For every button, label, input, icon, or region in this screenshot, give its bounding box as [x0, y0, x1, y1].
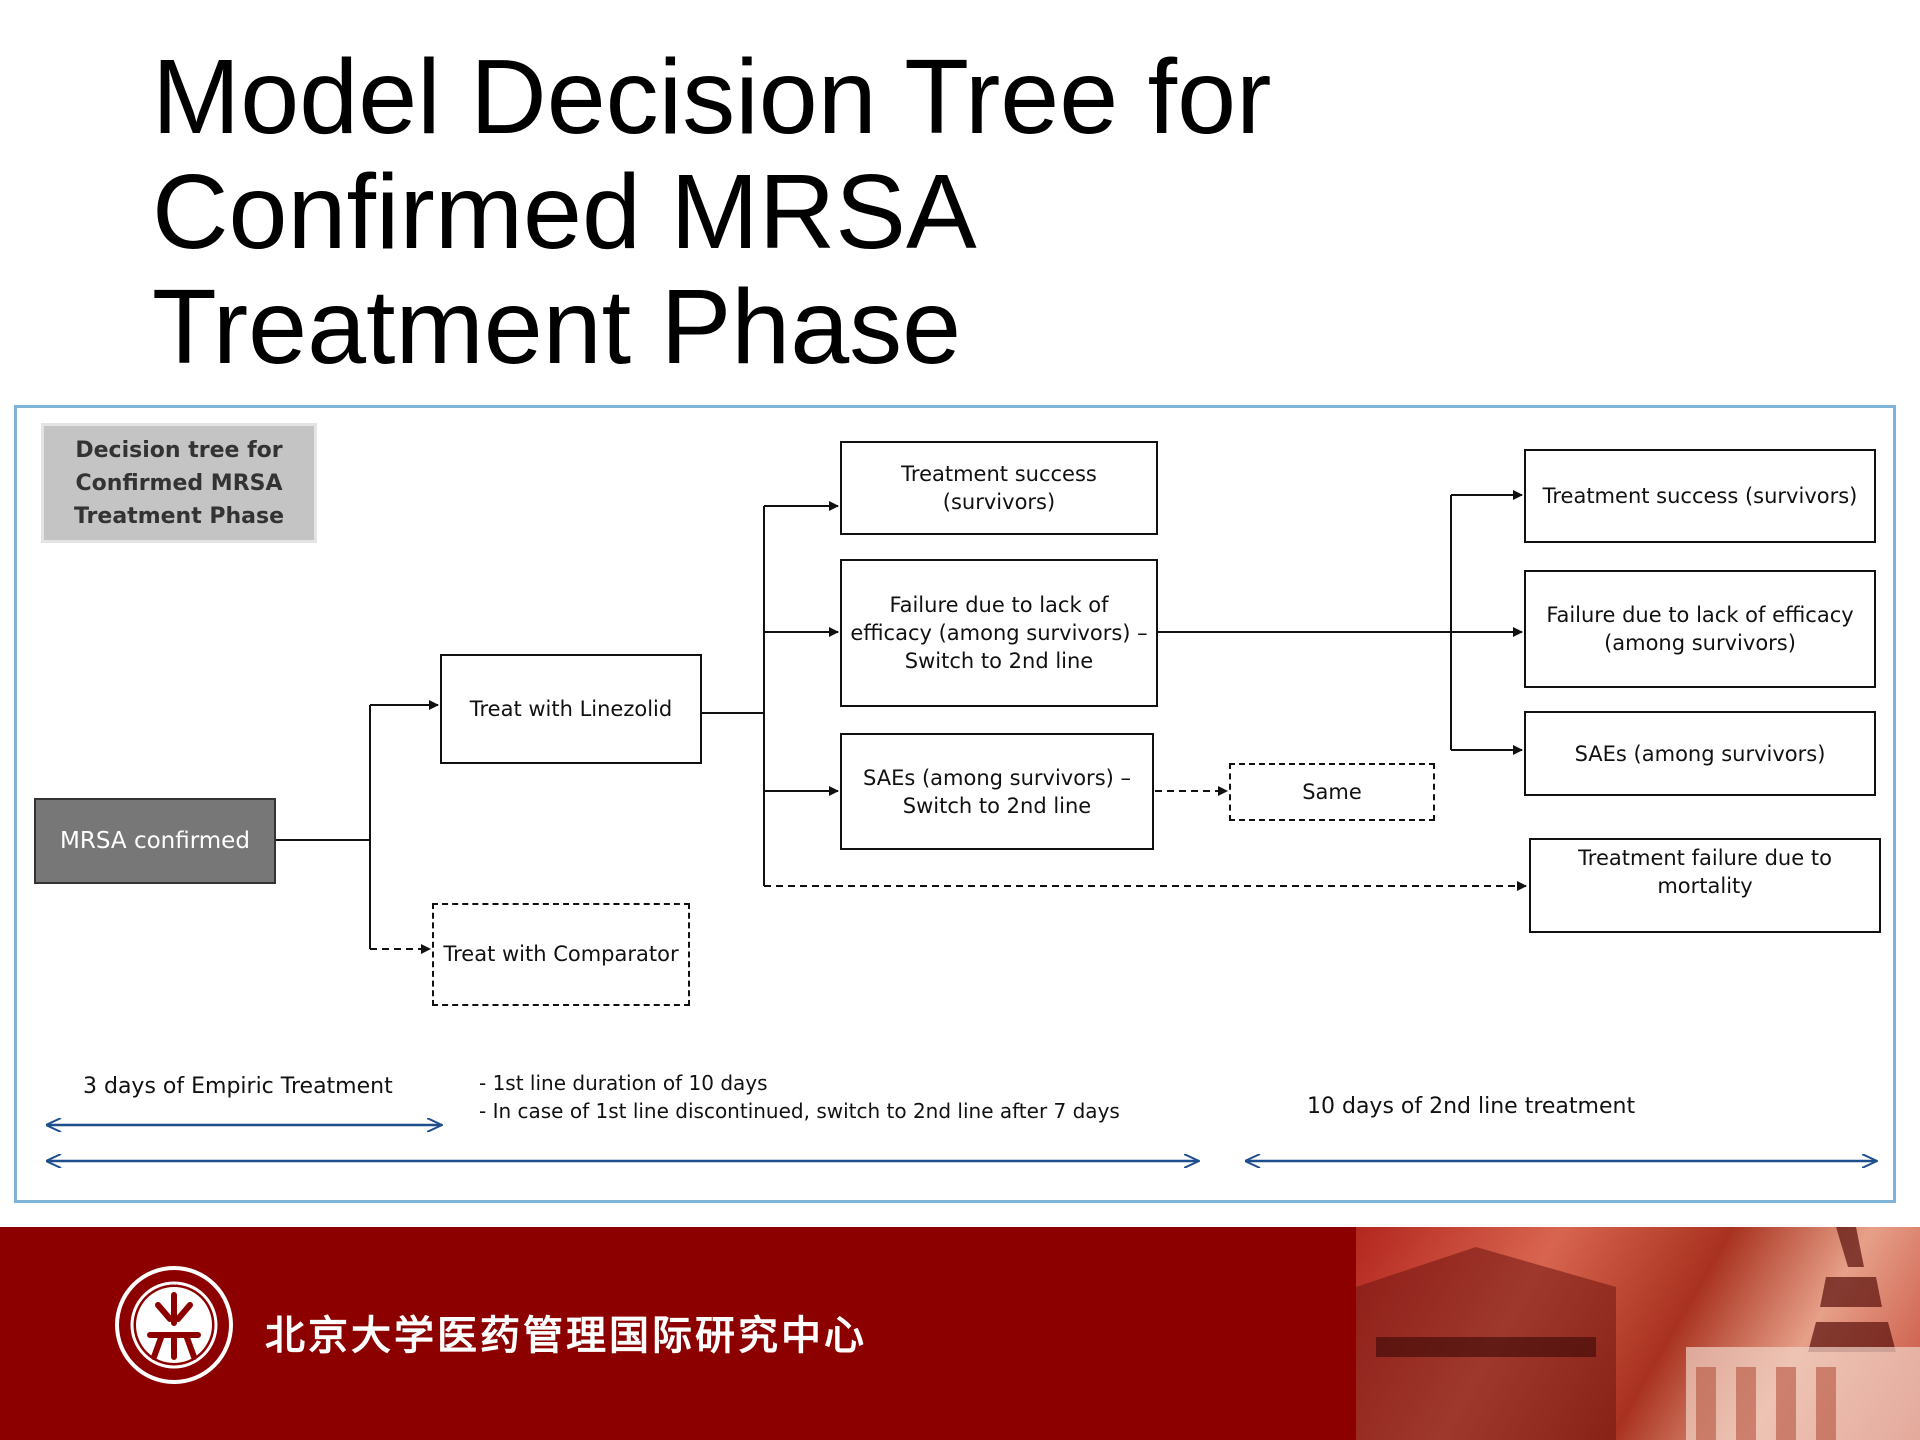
footer-banner: 北京大学医药管理国际研究中心 — [0, 1227, 1920, 1440]
title-line-1: Model Decision Tree for — [152, 38, 1272, 156]
timeline-note-2: - In case of 1st line discontinued, swit… — [479, 1099, 1120, 1123]
timeline-empiric-label: 3 days of Empiric Treatment — [83, 1074, 393, 1099]
decision-tree-panel: Decision tree for Confirmed MRSA Treatme… — [14, 405, 1896, 1203]
node-mrsa-confirmed: MRSA confirmed — [34, 798, 276, 884]
title-line-2: Confirmed MRSA — [152, 153, 977, 271]
campus-architecture-icon — [1356, 1227, 1920, 1440]
slide-title: Model Decision Tree for Confirmed MRSA T… — [152, 40, 1552, 385]
node-same: Same — [1229, 763, 1435, 821]
peking-university-seal-icon — [115, 1266, 233, 1384]
node-final-success: Treatment success (survivors) — [1524, 449, 1876, 543]
timeline-second-line-label: 10 days of 2nd line treatment — [1307, 1094, 1636, 1119]
node-final-saes: SAEs (among survivors) — [1524, 711, 1876, 796]
institution-name: 北京大学医药管理国际研究中心 — [265, 1313, 867, 1359]
title-line-3: Treatment Phase — [152, 268, 962, 386]
timeline-note-1: - 1st line duration of 10 days — [479, 1071, 768, 1095]
node-final-failure-efficacy: Failure due to lack of efficacy (among s… — [1524, 570, 1876, 688]
node-saes: SAEs (among survivors) – Switch to 2nd l… — [840, 733, 1154, 850]
node-failure-efficacy: Failure due to lack of efficacy (among s… — [840, 559, 1158, 707]
node-final-mortality: Treatment failure due to mortality — [1529, 838, 1881, 933]
legend-box: Decision tree for Confirmed MRSA Treatme… — [41, 423, 317, 543]
node-treat-comparator: Treat with Comparator — [432, 903, 690, 1006]
connector-lines — [17, 490, 1893, 1200]
node-treat-linezolid: Treat with Linezolid — [440, 654, 702, 764]
node-treatment-success: Treatment success (survivors) — [840, 441, 1158, 535]
campus-photo — [1356, 1227, 1920, 1440]
